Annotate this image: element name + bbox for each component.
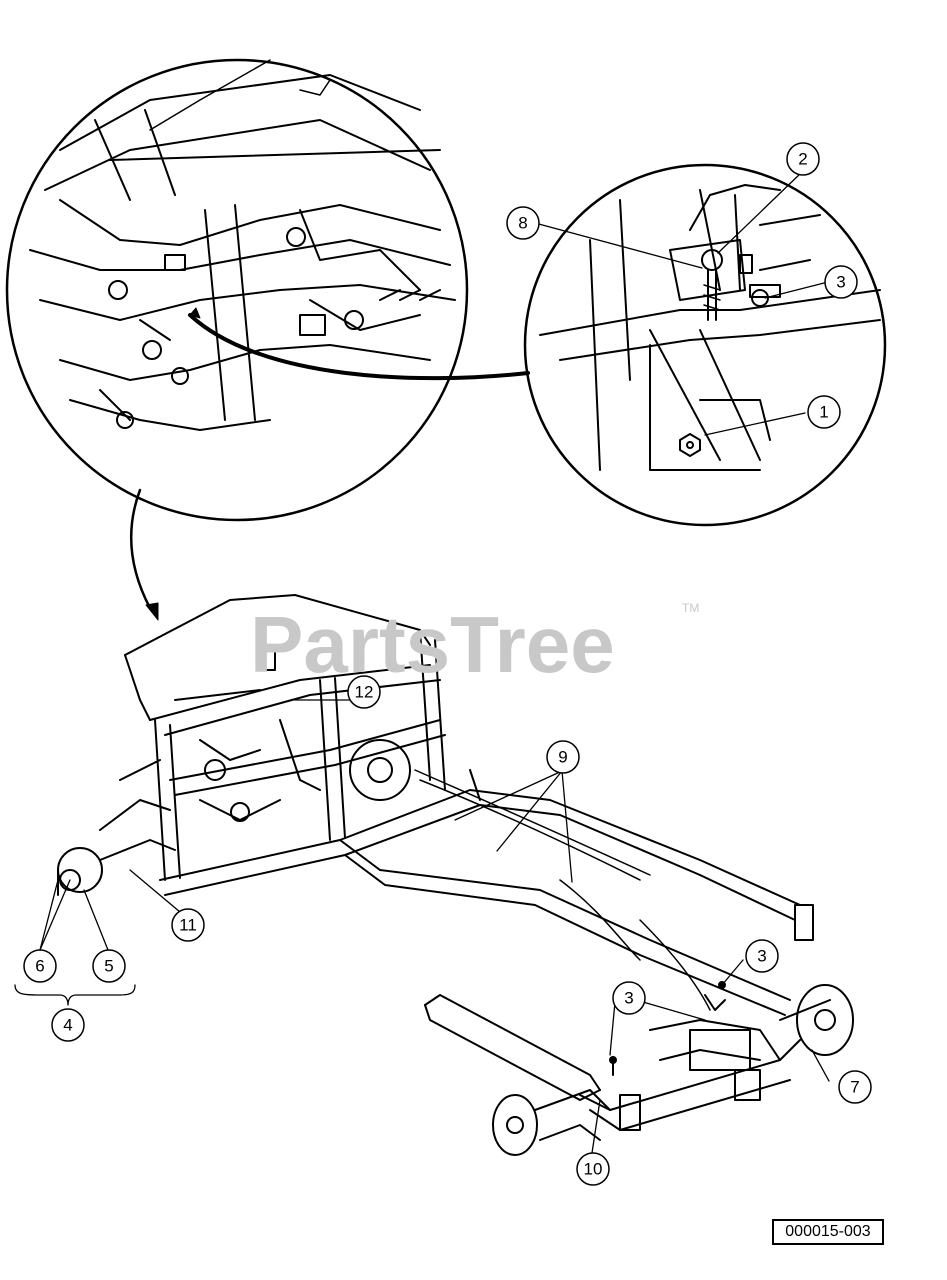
callout-circles	[23, 142, 872, 1186]
detail-view-frame	[5, 58, 469, 522]
callout-3-left: 3	[624, 989, 633, 1008]
callout-11: 11	[179, 916, 197, 935]
callout-3-zoom: 3	[836, 273, 845, 292]
reference-code: 000015-003	[772, 1219, 884, 1245]
frame-assembly	[57, 594, 814, 1016]
callout-4: 4	[63, 1016, 72, 1035]
rear-axle-assembly	[424, 981, 854, 1156]
callout-10: 10	[584, 1160, 603, 1179]
callout-9: 9	[558, 748, 567, 767]
zoom-view-frame	[523, 163, 887, 527]
watermark-tm: TM	[682, 601, 699, 615]
callout-12: 12	[355, 683, 374, 702]
callout-3-right: 3	[757, 947, 766, 966]
callout-5: 5	[104, 957, 113, 976]
callout-7: 7	[850, 1078, 859, 1097]
zoom-leader-line	[188, 313, 530, 381]
callout-2: 2	[798, 150, 807, 169]
watermark: PartsTree	[250, 600, 615, 689]
callout-8: 8	[518, 214, 527, 233]
callout-6: 6	[35, 957, 44, 976]
callout-1: 1	[819, 403, 828, 422]
main-view-arrow	[130, 488, 152, 610]
callout-leaders	[14, 171, 830, 1154]
